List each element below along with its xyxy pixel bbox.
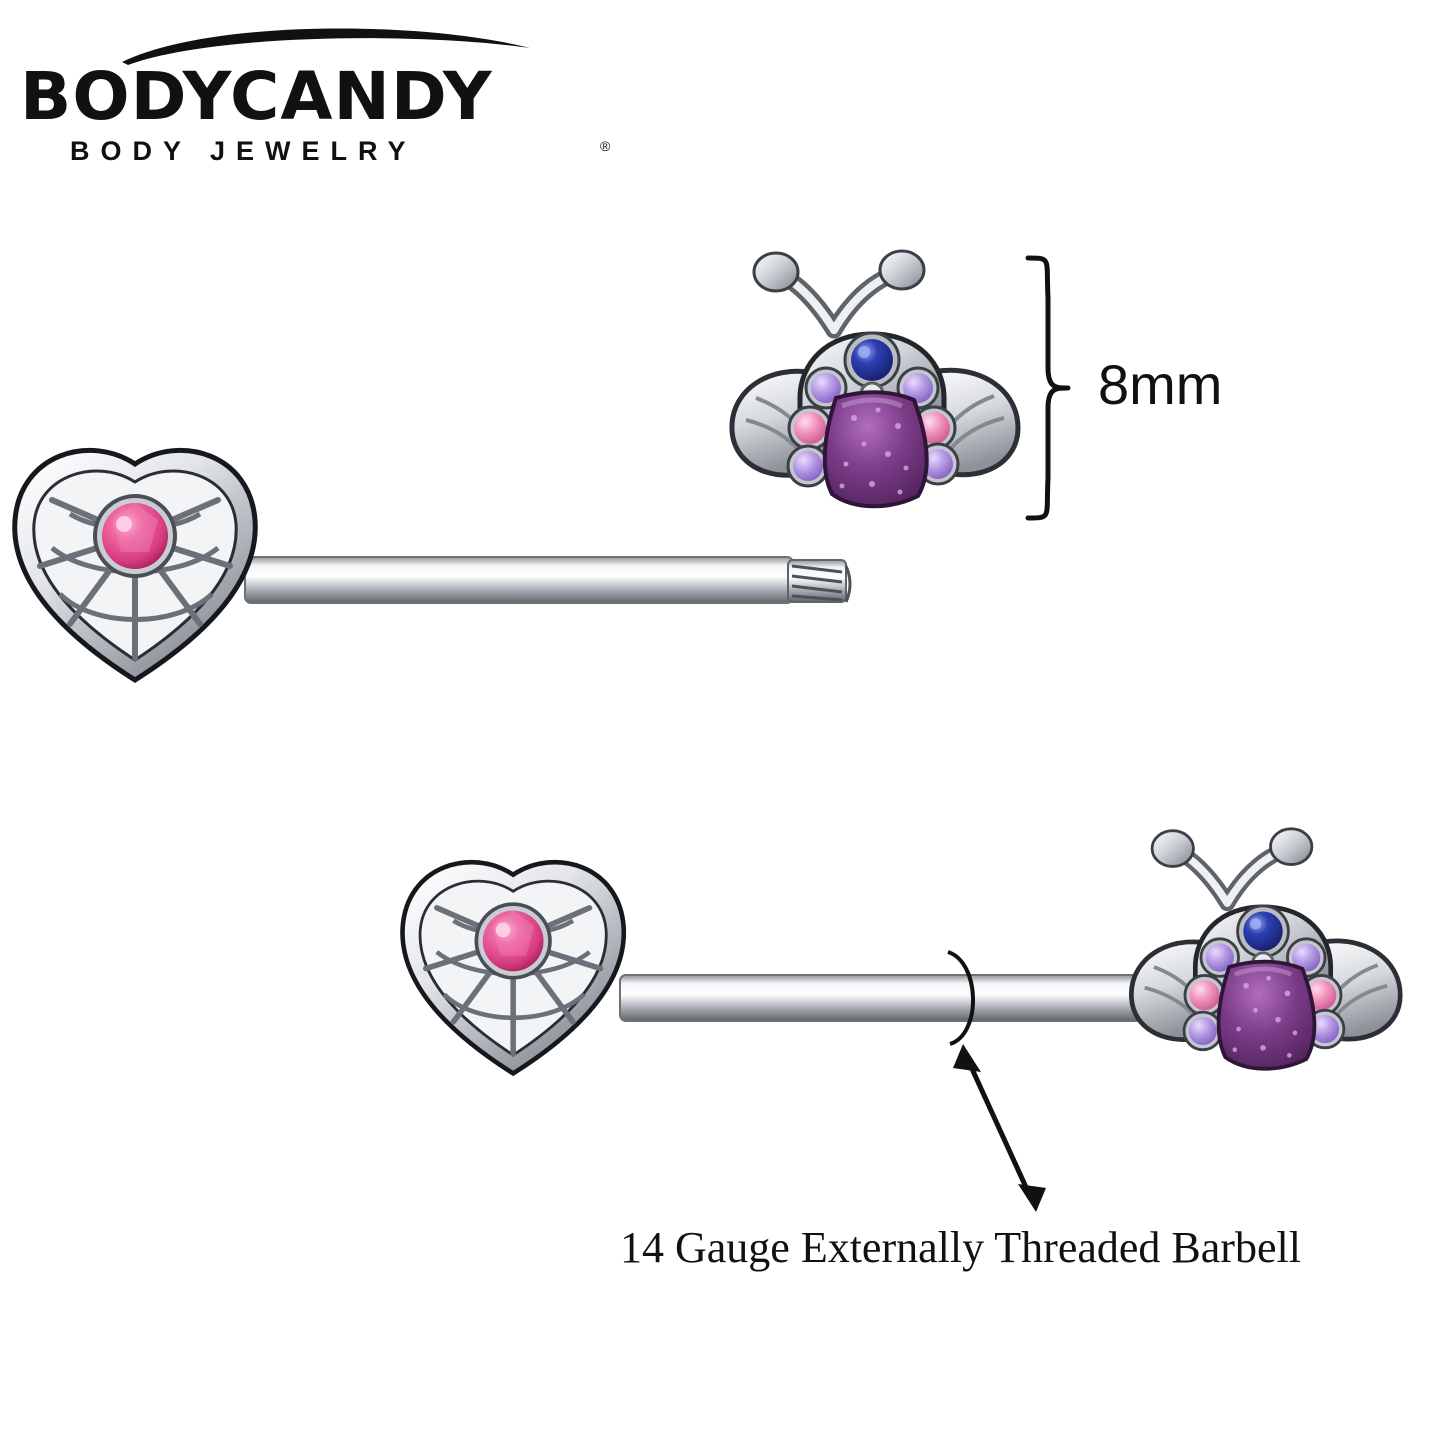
thread-seam-indicator-icon	[947, 950, 975, 1046]
length-label: 8mm	[1098, 353, 1223, 416]
bottom-barbell-shaft	[619, 950, 1181, 1046]
brand-logo: BODYCANDY BODY JEWELRY ®	[8, 18, 648, 166]
external-threads-icon	[787, 559, 852, 603]
brand-name-primary: BODYCANDY	[20, 58, 493, 135]
logo-swoosh-icon	[122, 28, 530, 65]
heart-spiderweb-charm-top	[12, 447, 258, 683]
brand-name-secondary: BODY JEWELRY	[70, 136, 417, 166]
pink-gem-heart-top	[93, 494, 177, 578]
bee-antennae-icon-bottom	[1150, 827, 1314, 912]
bee-charm-top	[729, 249, 1021, 509]
bee-gem-row-bottom	[1182, 937, 1346, 1052]
top-barbell-shaft	[244, 556, 852, 604]
thread-callout-arrow-icon	[953, 1044, 1046, 1212]
pink-gem-heart-bottom	[474, 902, 552, 980]
bee-abdomen-bottom	[1216, 959, 1317, 1071]
bee-charm-bottom	[1129, 827, 1403, 1071]
registered-trademark-symbol: ®	[600, 138, 611, 154]
bee-antennae-icon	[752, 249, 926, 339]
bee-abdomen-top	[822, 390, 929, 509]
length-measurement-bracket	[1025, 255, 1071, 521]
heart-spiderweb-charm-bottom	[400, 859, 626, 1077]
gauge-description-label: 14 Gauge Externally Threaded Barbell	[620, 1223, 1301, 1272]
blue-gem-bee-top	[843, 331, 901, 389]
blue-gem-bee-bottom	[1236, 904, 1290, 959]
